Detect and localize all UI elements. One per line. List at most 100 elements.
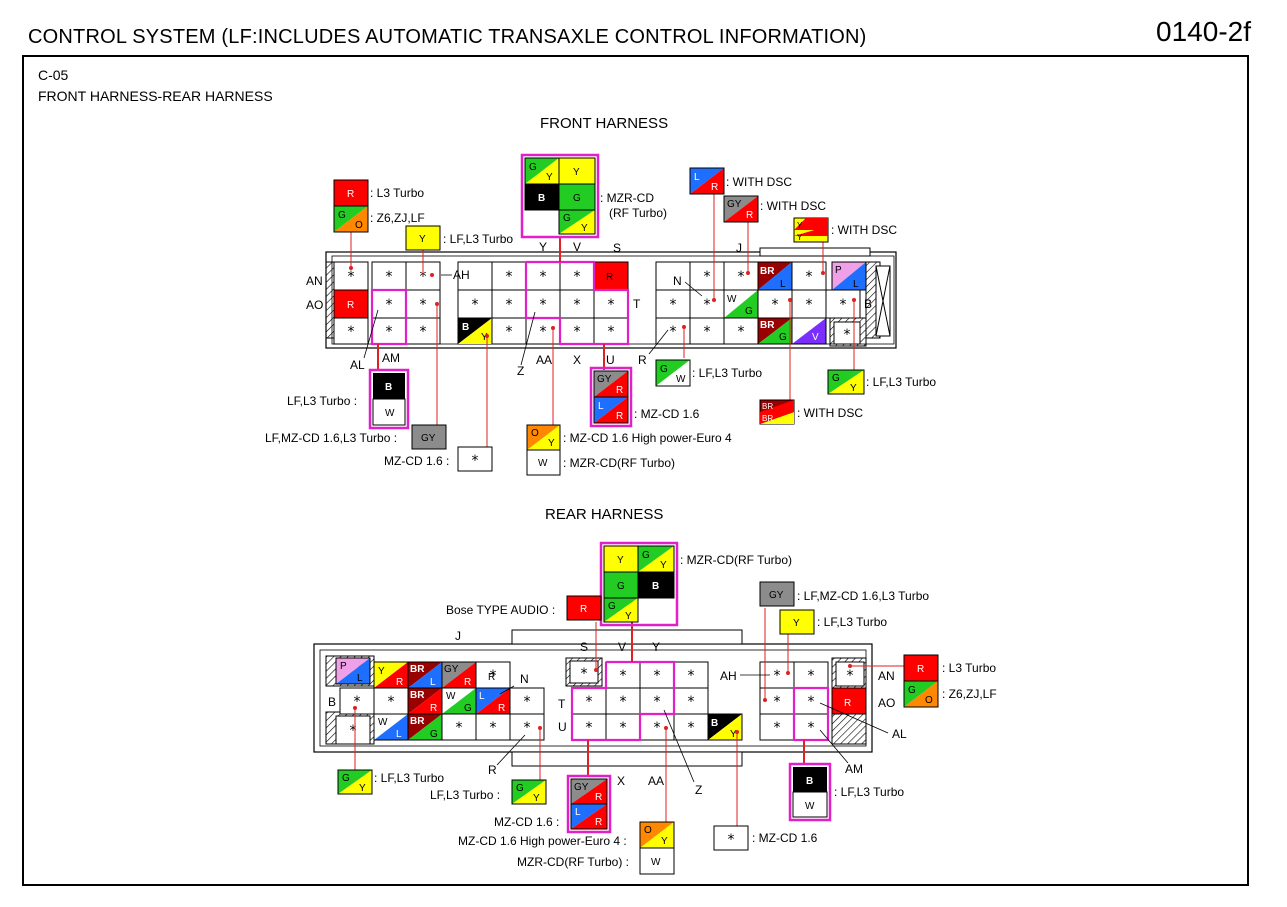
svg-text:N: N <box>520 672 529 686</box>
front-harness-heading: FRONT HARNESS <box>540 115 669 132</box>
svg-text:R: R <box>396 677 403 688</box>
svg-text:Z: Z <box>517 364 524 378</box>
svg-text:G: G <box>745 306 753 317</box>
svg-text:GY: GY <box>574 782 589 793</box>
svg-text:*: * <box>688 668 695 684</box>
svg-text:Y: Y <box>546 172 553 183</box>
svg-text:P: P <box>835 265 842 276</box>
svg-text:R: R <box>488 763 497 777</box>
svg-text:G: G <box>516 783 524 794</box>
svg-text:Y: Y <box>581 223 588 234</box>
svg-text:G: G <box>563 213 571 224</box>
svg-text:: WITH DSC: : WITH DSC <box>760 199 826 213</box>
svg-text:*: * <box>738 324 745 340</box>
svg-text:*: * <box>472 297 479 313</box>
svg-text:R: R <box>488 672 495 683</box>
svg-text:Y: Y <box>481 332 488 343</box>
svg-text:G: G <box>573 193 581 204</box>
svg-text:S: S <box>580 640 588 654</box>
svg-text:BR: BR <box>410 664 425 675</box>
svg-text:*: * <box>581 666 588 682</box>
svg-text:*: * <box>728 832 735 848</box>
svg-text:BR: BR <box>410 716 425 727</box>
svg-text:BR: BR <box>762 414 773 423</box>
svg-text:GY: GY <box>421 433 436 444</box>
svg-text:*: * <box>540 324 547 340</box>
diagram-frame <box>22 55 1249 886</box>
svg-text:: Z6,ZJ,LF: : Z6,ZJ,LF <box>942 687 997 701</box>
svg-text:*: * <box>540 269 547 285</box>
svg-text:*: * <box>574 297 581 313</box>
svg-text:: WITH DSC: : WITH DSC <box>726 175 792 189</box>
svg-text:R: R <box>746 210 753 221</box>
svg-text:*: * <box>420 269 427 285</box>
page-number: 0140-2f <box>1156 16 1251 47</box>
svg-text:: LF,L3 Turbo: : LF,L3 Turbo <box>817 615 887 629</box>
rear-cell-stars: * * * * * * * * * * * * * * * * * * * * … <box>350 666 854 739</box>
svg-text:MZ-CD 1.6 :: MZ-CD 1.6 : <box>384 454 449 468</box>
svg-text:Y: Y <box>533 793 540 804</box>
svg-text:*: * <box>574 269 581 285</box>
svg-text:*: * <box>847 668 854 684</box>
front-swatches: R GO : L3 Turbo : Z6,ZJ,LF Y : LF,L3 Tur… <box>265 153 936 476</box>
svg-text:*: * <box>704 269 711 285</box>
svg-text:: MZ-CD 1.6 High power-Euro 4: : MZ-CD 1.6 High power-Euro 4 <box>563 431 732 445</box>
svg-text:GY: GY <box>769 590 784 601</box>
svg-text:G: G <box>617 581 625 592</box>
svg-text:Y: Y <box>797 233 803 242</box>
svg-text:Y: Y <box>539 240 547 254</box>
svg-text:Y: Y <box>652 640 660 654</box>
front-cavity-labels: AN AO AL AM AH Y V S T U X Z AA R N J B <box>306 240 872 378</box>
svg-text:G: G <box>779 332 787 343</box>
svg-text:*: * <box>506 324 513 340</box>
svg-text:*: * <box>586 720 593 736</box>
svg-text:W: W <box>805 801 815 812</box>
svg-text:Y: Y <box>548 438 555 449</box>
svg-text:V: V <box>573 240 581 254</box>
svg-text:*: * <box>608 324 615 340</box>
svg-text:N: N <box>673 274 682 288</box>
svg-text:MZ-CD 1.6 High power-Euro 4 :: MZ-CD 1.6 High power-Euro 4 : <box>458 834 627 848</box>
svg-text:*: * <box>654 720 661 736</box>
svg-text:*: * <box>808 720 815 736</box>
svg-text:GY: GY <box>597 374 612 385</box>
svg-text:*: * <box>688 694 695 710</box>
svg-text:W: W <box>378 717 388 728</box>
svg-text:*: * <box>806 269 813 285</box>
svg-text:B: B <box>328 695 336 709</box>
svg-text:*: * <box>354 694 361 710</box>
svg-text:*: * <box>688 720 695 736</box>
svg-text:R: R <box>616 385 623 396</box>
rear-swatches: Y GY G B GY : MZR-CD(RF Turbo) R Bose TY… <box>337 541 997 875</box>
svg-text:AA: AA <box>536 353 552 367</box>
svg-text:*: * <box>420 324 427 340</box>
svg-text:Y: Y <box>730 729 737 740</box>
svg-text:*: * <box>506 297 513 313</box>
svg-text:LF,L3 Turbo :: LF,L3 Turbo : <box>287 394 357 408</box>
svg-text:L: L <box>575 807 581 818</box>
svg-text:*: * <box>506 269 513 285</box>
svg-text:Y: Y <box>793 618 800 629</box>
svg-text:Y: Y <box>378 666 385 677</box>
svg-text:G: G <box>832 373 840 384</box>
svg-text:(RF Turbo): (RF Turbo) <box>609 206 667 220</box>
svg-text:*: * <box>490 720 497 736</box>
svg-text:Y: Y <box>661 836 668 847</box>
svg-text:R: R <box>606 272 613 283</box>
svg-text:W: W <box>538 458 548 469</box>
svg-text:R: R <box>711 182 718 193</box>
svg-text:: LF,L3 Turbo: : LF,L3 Turbo <box>692 366 762 380</box>
svg-text:R: R <box>430 703 437 714</box>
svg-text:L: L <box>430 677 436 688</box>
svg-text:P: P <box>340 661 347 672</box>
svg-text:*: * <box>490 668 497 684</box>
svg-text:G: G <box>908 685 916 696</box>
svg-text:R: R <box>616 411 623 422</box>
svg-text:B: B <box>652 581 659 592</box>
svg-text:: LF,MZ-CD 1.6,L3 Turbo: : LF,MZ-CD 1.6,L3 Turbo <box>797 589 929 603</box>
svg-text:GY: GY <box>444 664 459 675</box>
svg-text:*: * <box>738 269 745 285</box>
rear-harness-heading: REAR HARNESS <box>545 506 664 523</box>
svg-text:LF,L3 Turbo :: LF,L3 Turbo : <box>430 788 500 802</box>
svg-text:R: R <box>464 677 471 688</box>
